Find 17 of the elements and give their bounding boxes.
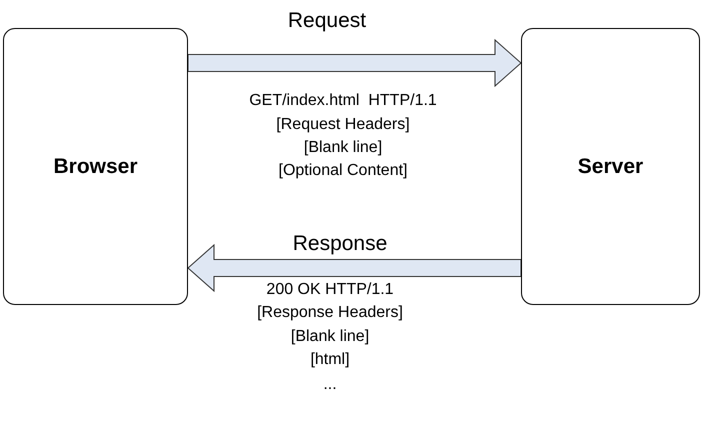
- message-line: GET/index.html HTTP/1.1: [249, 93, 437, 109]
- node-label: Server: [578, 154, 644, 178]
- edge-label: Request: [288, 10, 366, 31]
- message-line: [Request Headers]: [276, 117, 410, 133]
- node-label: Browser: [53, 154, 138, 178]
- message-line: [Blank line]: [304, 140, 382, 156]
- message-line: 200 OK HTTP/1.1: [266, 282, 394, 298]
- process-box: [521, 28, 700, 305]
- message-line: ...: [323, 377, 337, 393]
- message-line: [Response Headers]: [257, 305, 403, 321]
- message-line: [Blank line]: [290, 329, 370, 345]
- message-line: [Optional Content]: [278, 163, 408, 179]
- block-arrow: [187, 244, 522, 292]
- edge-label: Response: [292, 233, 388, 254]
- block-arrow: [188, 38, 522, 88]
- process-box: [3, 28, 188, 305]
- message-line: [html]: [310, 352, 350, 368]
